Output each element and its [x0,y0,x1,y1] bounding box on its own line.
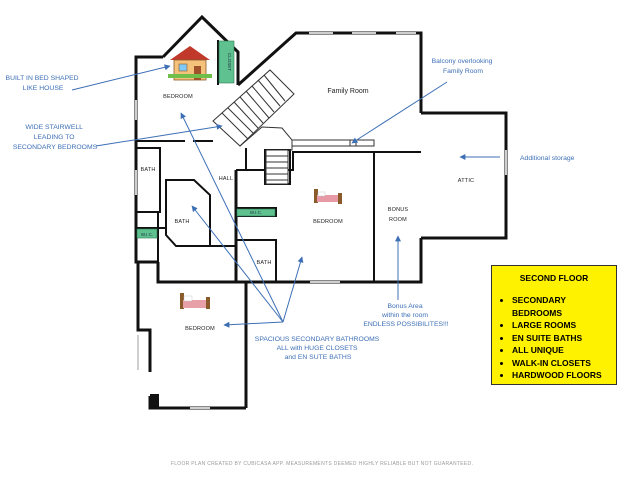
bed-icon-bottom [180,293,210,309]
legend-title: SECOND FLOOR [519,273,589,283]
room-label-bedroom-bottom: BEDROOM [185,326,215,332]
room-label-attic: ATTIC [458,178,474,184]
room-label-bedroom-mid: BEDROOM [313,219,343,225]
note-bonus-area-line1: Bonus Area [387,303,422,310]
note-balcony-line2: Family Room [443,68,483,75]
legend-item: HARDWOOD FLOORS [512,369,608,382]
annotation-arrows [71,64,500,328]
note-built-in-bed: BUILT IN BED SHAPED LIKE HOUSE [6,75,81,92]
room-label-bedroom-top: BEDROOM [163,94,193,100]
legend-item: ALL UNIQUE [512,344,608,357]
room-label-bath-mid: BATH [174,219,189,225]
note-wide-stairwell-line2: LEADING TO [34,134,75,141]
room-label-wic-mid: W.I.C. [250,210,262,215]
note-wide-stairwell-line1: WIDE STAIRWELL [25,124,83,131]
closet-top [218,40,235,84]
legend-item: EN SUITE BATHS [512,332,608,345]
note-balcony-line1: Balcony overlooking [432,58,493,65]
room-label-wic-left: W.I.C. [141,232,153,237]
legend-list: SECONDARY BEDROOMS LARGE ROOMS EN SUITE … [500,294,608,382]
wall-corner-block [150,394,159,408]
legend-item: LARGE ROOMS [512,319,608,332]
note-bathrooms: SPACIOUS SECONDARY BATHROOMS ALL with HU… [255,336,381,361]
house-bed-icon [168,46,212,81]
note-wide-stairwell: WIDE STAIRWELL LEADING TO SECONDARY BEDR… [13,124,98,151]
windows [135,32,507,409]
balcony-rail [291,139,375,147]
note-additional-storage: Additional storage [520,155,575,162]
room-label-bath-left: BATH [140,167,155,173]
note-bathrooms-line2: ALL with HUGE CLOSETS [277,345,358,352]
wic-mid-closet [236,208,276,217]
legend-item: SECONDARY BEDROOMS [512,294,608,319]
note-bathrooms-line1: SPACIOUS SECONDARY BATHROOMS [255,336,380,343]
room-label-bonus-line2: ROOM [389,217,407,223]
note-bathrooms-line3: and EN SUTE BATHS [285,354,352,361]
note-built-in-bed-line1: BUILT IN BED SHAPED [6,75,79,82]
room-label-hall: HALL [219,176,234,182]
stairwell [212,69,295,185]
legend-item: WALK-IN CLOSETS [512,357,608,370]
room-label-family-room: Family Room [327,88,368,95]
note-bonus-area-line3: ENDLESS POSSIBILITES!!! [363,321,448,328]
note-built-in-bed-line2: LIKE HOUSE [23,85,64,92]
note-bonus-area-line2: within the room [381,312,428,319]
wic-left-closet [136,228,158,239]
legend-box: SECOND FLOOR SECONDARY BEDROOMS LARGE RO… [491,265,617,385]
room-label-closet: CLOSET [227,53,232,71]
note-bonus-area: Bonus Area within the room ENDLESS POSSI… [363,303,448,328]
footer-disclaimer: FLOOR PLAN CREATED BY CUBICASA APP. MEAS… [171,461,473,467]
note-wide-stairwell-line3: SECONDARY BEDROOMS [13,144,98,151]
bed-icon-mid [314,189,342,204]
room-label-bath-right: BATH [256,260,271,266]
note-balcony: Balcony overlooking Family Room [432,58,495,75]
note-additional-storage-line1: Additional storage [520,155,575,162]
room-label-bonus-line1: BONUS [388,207,409,213]
